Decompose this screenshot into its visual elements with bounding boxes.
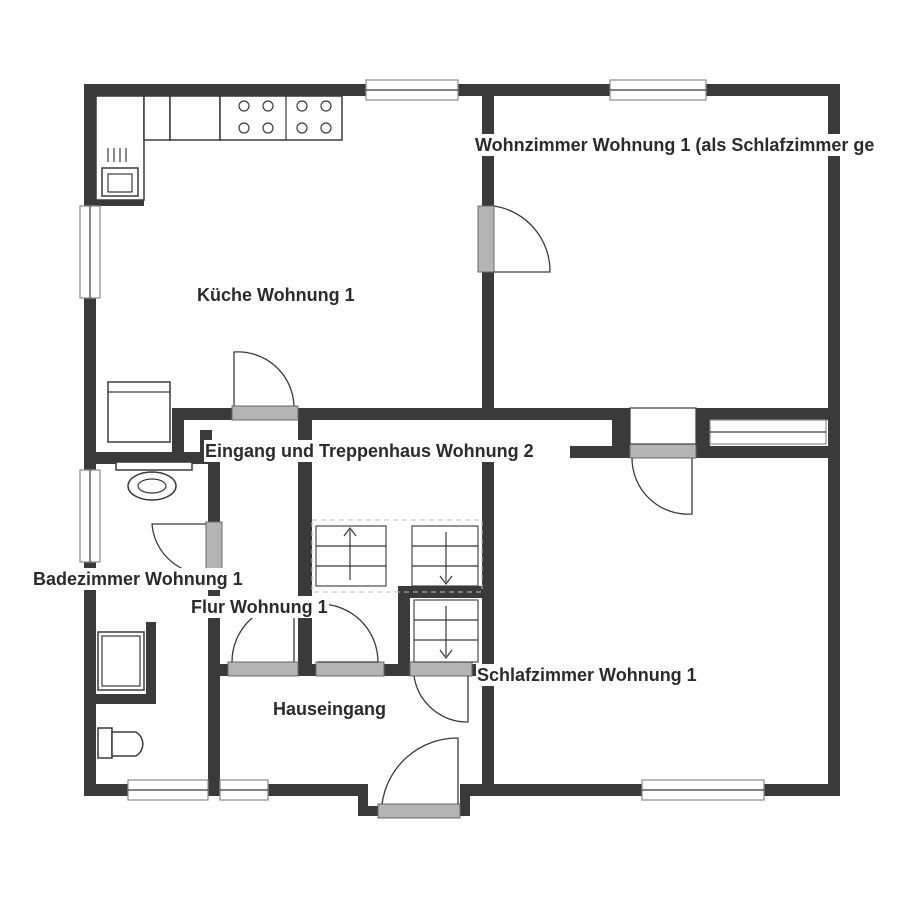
room-label-kueche: Küche Wohnung 1 bbox=[196, 284, 356, 306]
doors bbox=[151, 205, 697, 819]
bathroom-fixtures bbox=[97, 461, 193, 759]
windows bbox=[79, 79, 827, 801]
kitchen-fixtures bbox=[95, 95, 343, 443]
room-label-hauseingang: Hauseingang bbox=[272, 698, 388, 720]
room-label-flur: Flur Wohnung 1 bbox=[190, 596, 329, 618]
room-label-schlafzimmer: Schlafzimmer Wohnung 1 bbox=[476, 664, 698, 686]
stairs bbox=[311, 519, 483, 663]
room-label-wohnzimmer: Wohnzimmer Wohnung 1 (als Schlafzimmer g… bbox=[474, 134, 876, 156]
room-label-badezimmer: Badezimmer Wohnung 1 bbox=[32, 568, 244, 590]
room-label-treppenhaus: Eingang und Treppenhaus Wohnung 2 bbox=[204, 440, 535, 462]
